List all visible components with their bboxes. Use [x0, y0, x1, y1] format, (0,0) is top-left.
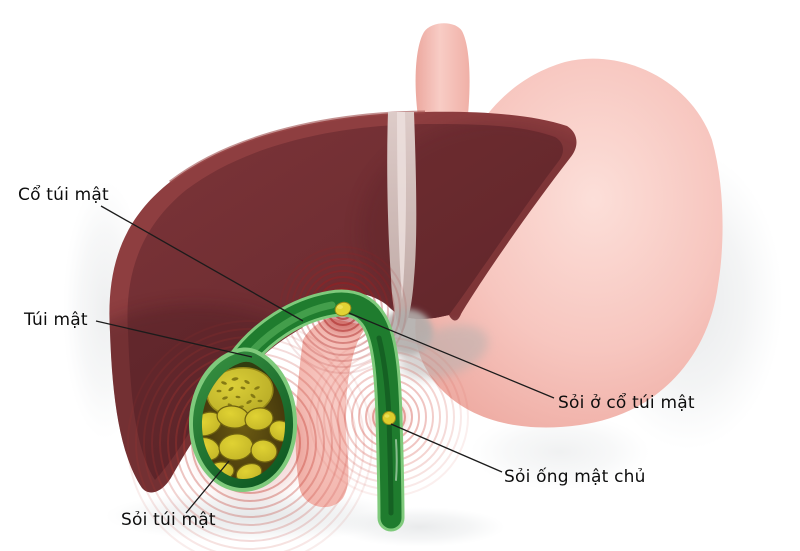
label-gallbladder-stones: Sỏi túi mật — [121, 510, 216, 530]
leader-line-duct-stone — [390, 423, 503, 473]
leader-line-gallbladder-stones — [185, 460, 230, 514]
duodenum-shape — [295, 318, 368, 508]
label-neck-stone: Sỏi ở cổ túi mật — [558, 393, 695, 413]
leader-line-gallbladder — [95, 320, 253, 358]
leader-line-neck-stone — [348, 312, 555, 399]
gallbladder-shape — [188, 347, 298, 492]
duct-stone — [382, 411, 396, 425]
leader-lines — [95, 205, 555, 514]
label-neck-of-gallbladder: Cổ túi mật — [18, 185, 109, 205]
esophagus-shape — [415, 23, 470, 124]
label-common-bile-duct-stone: Sỏi ống mật chủ — [504, 467, 646, 487]
leader-line-neck — [100, 205, 304, 322]
neck-stone — [334, 301, 352, 317]
label-gallbladder: Túi mật — [24, 310, 88, 330]
